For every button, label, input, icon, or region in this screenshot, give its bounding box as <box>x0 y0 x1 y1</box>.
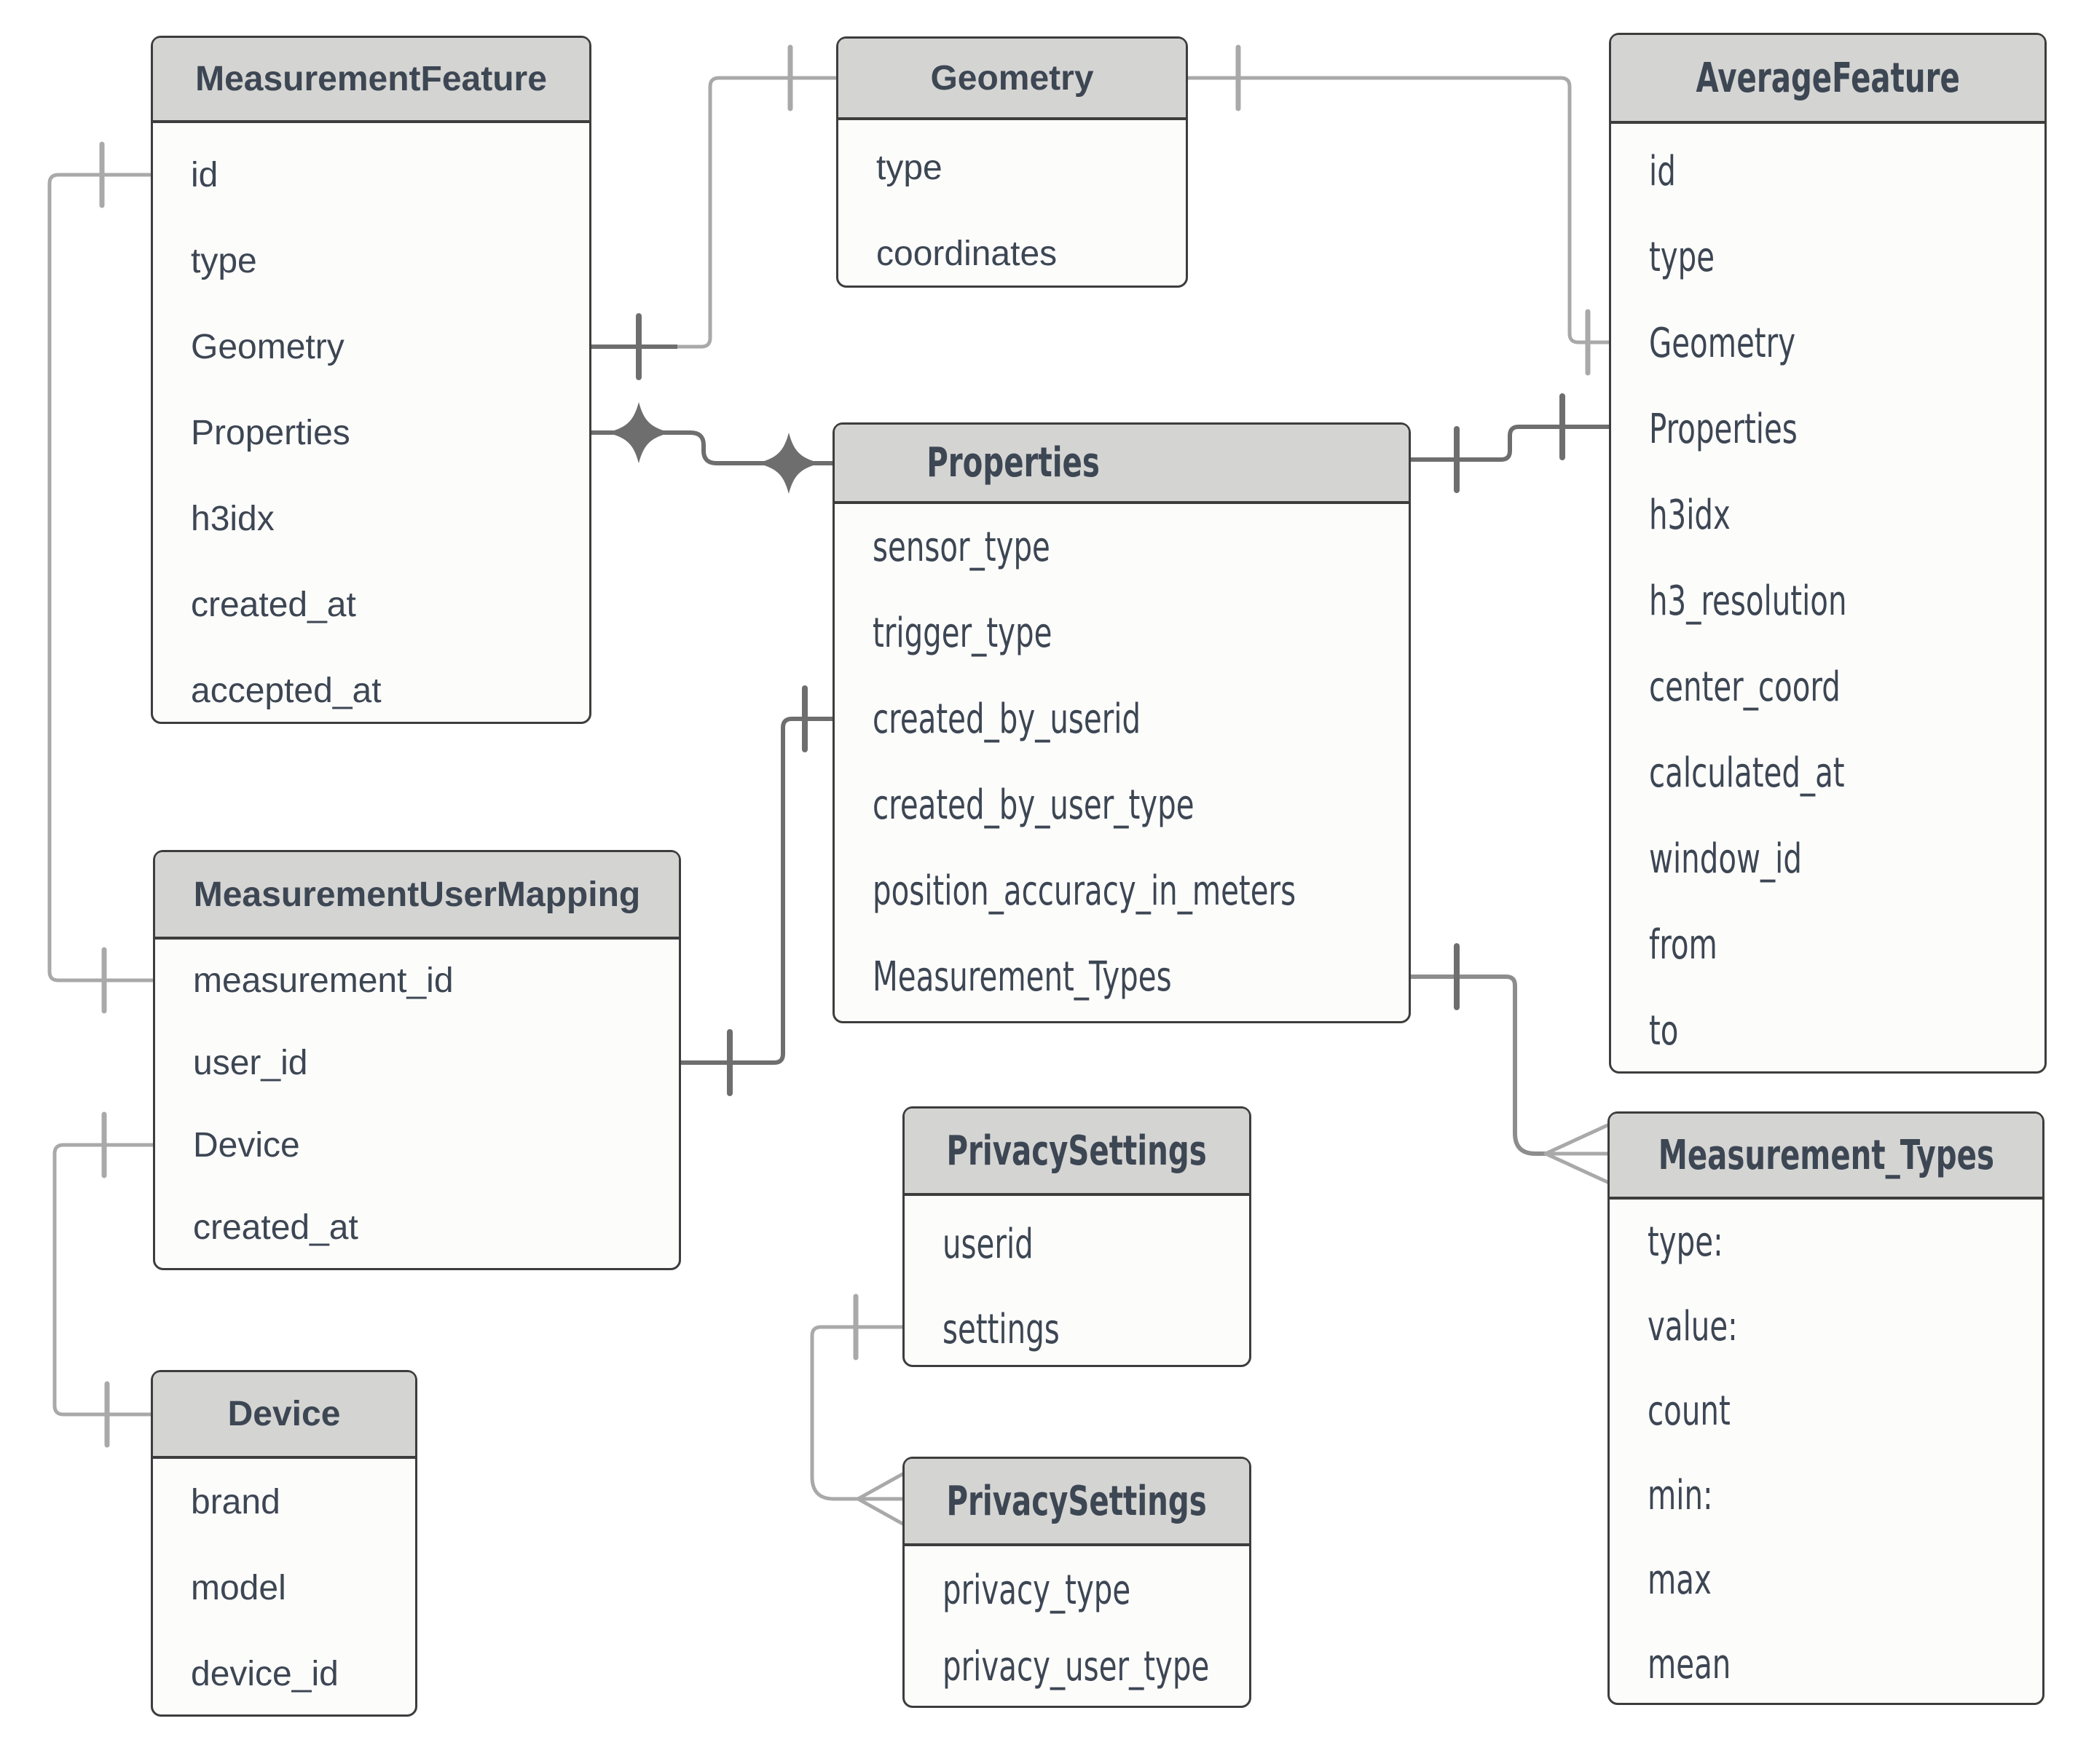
field: brand <box>191 1482 280 1521</box>
field: calculated_at <box>1649 749 1845 797</box>
field: coordinates <box>876 234 1058 273</box>
field: settings <box>942 1306 1060 1353</box>
crow-foot-marker <box>856 1472 905 1526</box>
connector-measurementfeature-measurementusermapping[interactable] <box>47 141 153 1014</box>
entity-title: Geometry <box>838 39 1186 120</box>
connector-measurementfeature-geometry[interactable] <box>591 44 836 380</box>
field: Geometry <box>1649 319 1796 367</box>
entity-title: MeasurementFeature <box>153 38 589 123</box>
entity-title: PrivacySettings <box>905 1109 1249 1196</box>
field: Geometry <box>191 327 345 366</box>
field: id <box>1649 147 1676 195</box>
field: device_id <box>191 1654 339 1693</box>
connector-measurementusermapping-device[interactable] <box>52 1111 153 1448</box>
field: position_accuracy_in_meters <box>873 867 1296 915</box>
field: h3idx <box>1649 491 1731 539</box>
entity-title: Device <box>153 1372 415 1459</box>
entity-title: Properties <box>835 425 1409 504</box>
field: created_by_userid <box>873 695 1141 743</box>
field: Properties <box>1649 405 1798 453</box>
entity-measurementusermapping[interactable]: MeasurementUserMapping measurement_id us… <box>153 850 681 1270</box>
field: max <box>1648 1556 1712 1604</box>
field: privacy_user_type <box>942 1643 1210 1690</box>
field: type <box>1649 233 1715 281</box>
field: measurement_id <box>193 961 454 1000</box>
field: h3_resolution <box>1649 577 1847 625</box>
field: user_id <box>193 1044 308 1082</box>
field: model <box>191 1568 286 1607</box>
entity-privacysettings[interactable]: PrivacySettings userid settings <box>902 1106 1251 1367</box>
field: created_at <box>191 585 356 624</box>
field: from <box>1649 921 1717 969</box>
field: privacy_type <box>942 1567 1131 1614</box>
field: type <box>191 241 257 280</box>
entity-title: AverageFeature <box>1611 35 2044 124</box>
field: count <box>1648 1387 1731 1435</box>
many-marker <box>757 433 821 494</box>
entity-privacysettings-2[interactable]: PrivacySettings privacy_type privacy_use… <box>902 1457 1251 1708</box>
connector-properties-measurementtypes[interactable] <box>1411 943 1610 1184</box>
entity-title: PrivacySettings <box>905 1459 1249 1546</box>
connector-measurementusermapping-properties[interactable] <box>681 685 833 1096</box>
entity-properties[interactable]: Properties sensor_type trigger_type crea… <box>833 422 1411 1023</box>
entity-averagefeature[interactable]: AverageFeature id type Geometry Properti… <box>1609 33 2047 1074</box>
connector-measurementfeature-properties[interactable] <box>591 402 833 494</box>
field: type: <box>1648 1218 1723 1266</box>
entity-measurementfeature[interactable]: MeasurementFeature id type Geometry Prop… <box>151 36 591 724</box>
entity-geometry[interactable]: Geometry type coordinates <box>836 36 1188 288</box>
field: userid <box>942 1221 1034 1268</box>
field: sensor_type <box>873 523 1050 571</box>
field: accepted_at <box>191 671 382 710</box>
field: h3idx <box>191 499 275 538</box>
entity-title: Measurement_Types <box>1610 1114 2042 1200</box>
entity-title: MeasurementUserMapping <box>155 852 679 940</box>
field: min: <box>1648 1471 1713 1519</box>
field: Measurement_Types <box>873 953 1172 1001</box>
connector-properties-averagefeature[interactable] <box>1411 393 1609 493</box>
connector-geometry-averagefeature[interactable] <box>1188 44 1609 376</box>
many-marker <box>607 402 671 463</box>
entity-measurement-types[interactable]: Measurement_Types type: value: count min… <box>1607 1111 2044 1705</box>
field: created_by_user_type <box>873 781 1194 829</box>
field: created_at <box>193 1208 358 1247</box>
entity-device[interactable]: Device brand model device_id <box>151 1370 417 1717</box>
crow-foot-marker <box>1543 1123 1610 1184</box>
connector-privacysettings-privacysettings[interactable] <box>810 1294 905 1526</box>
field: Device <box>193 1126 300 1165</box>
field: mean <box>1648 1640 1731 1688</box>
field: to <box>1649 1007 1679 1055</box>
field: id <box>191 155 219 194</box>
field: center_coord <box>1649 663 1841 711</box>
field: trigger_type <box>873 609 1052 657</box>
field: type <box>876 148 942 187</box>
field: Properties <box>191 413 350 452</box>
field: value: <box>1648 1302 1738 1350</box>
field: window_id <box>1649 835 1802 883</box>
